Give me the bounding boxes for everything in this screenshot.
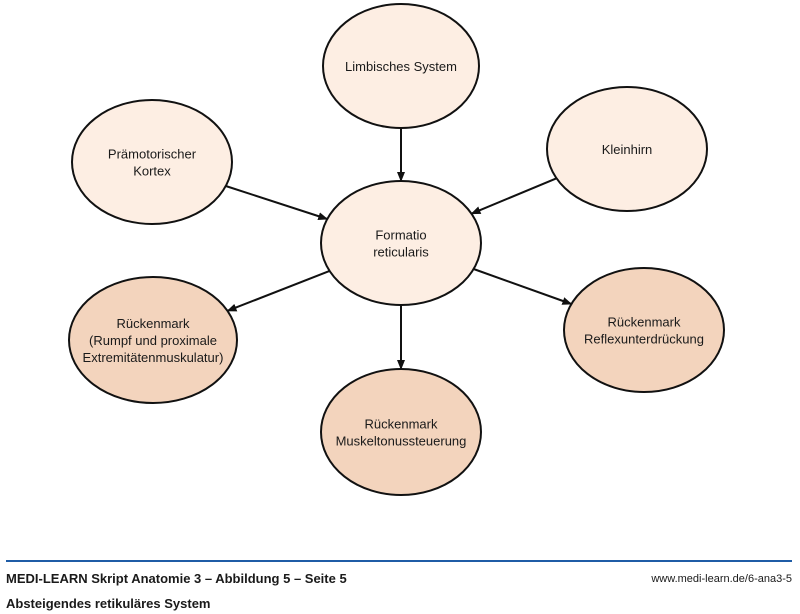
node-limbisches-system: Limbisches System xyxy=(322,3,480,129)
node-ellipse xyxy=(546,86,708,212)
node-label: Rückenmark xyxy=(365,417,438,432)
arrow-kleinhirn-to-formatio-reticularis xyxy=(470,177,557,215)
arrow-praemotorischer-kortex-to-formatio-reticularis xyxy=(225,185,329,221)
node-rueckenmark-rumpf: Rückenmark (Rumpf und proximaleExtremität… xyxy=(68,276,238,404)
node-ellipse xyxy=(320,368,482,496)
node-label: Rückenmark xyxy=(117,316,190,331)
footer-divider xyxy=(6,560,792,562)
node-label: (Rumpf und proximale xyxy=(89,333,217,348)
node-ellipse xyxy=(320,180,482,306)
node-kleinhirn: Kleinhirn xyxy=(546,86,708,212)
node-label: Extremitätenmuskulatur) xyxy=(83,350,224,365)
node-label: Limbisches System xyxy=(345,59,457,74)
node-ellipse xyxy=(322,3,480,129)
arrow-formatio-reticularis-to-rueckenmark-rumpf xyxy=(226,270,330,312)
figure-caption: Absteigendes retikuläres System xyxy=(6,596,211,611)
node-ellipse xyxy=(68,276,238,404)
node-label: Kortex xyxy=(133,164,171,179)
node-label: Formatio xyxy=(375,228,426,243)
footer-url: www.medi-learn.de/6-ana3-5 xyxy=(651,573,792,585)
arrow-formatio-reticularis-to-rueckenmark-reflex xyxy=(473,268,573,305)
node-label: reticularis xyxy=(373,245,429,260)
node-label: Rückenmark xyxy=(608,315,681,330)
node-label: Prämotorischer xyxy=(108,147,197,162)
node-ellipse xyxy=(71,99,233,225)
node-formatio-reticularis: Formatio reticularis xyxy=(320,180,482,306)
node-label: Kleinhirn xyxy=(602,142,653,157)
node-label: Reflexunterdrückung xyxy=(584,332,704,347)
node-ellipse xyxy=(563,267,725,393)
node-label: Muskeltonussteuerung xyxy=(336,434,467,449)
footer-title: MEDI-LEARN Skript Anatomie 3 – Abbildung… xyxy=(6,571,347,586)
